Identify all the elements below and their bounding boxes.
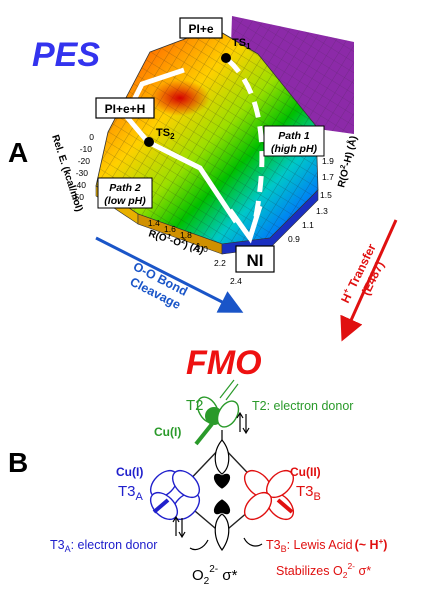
t3b-copper xyxy=(243,469,295,521)
state-pi-e-h-box: PI+e+H xyxy=(95,97,155,119)
z-tick-0: 0 xyxy=(89,132,94,142)
path-1-line2: (high pH) xyxy=(271,143,318,155)
t3b-curved-arrow xyxy=(243,537,263,547)
t3a-curved-arrow xyxy=(189,539,209,551)
t2-cu-label: Cu(I) xyxy=(154,425,181,439)
z-tick-4: -40 xyxy=(74,180,87,190)
r-o1o2-tick-0: 1.4 xyxy=(148,218,160,228)
r-o1o2-tick-5: 2.4 xyxy=(230,276,242,286)
state-pi-e-label: PI+e xyxy=(188,22,213,36)
state-pi-e-box: PI+e xyxy=(179,17,223,39)
r-o2h-tick-4: 1.1 xyxy=(302,220,314,230)
r-o2h-tick-1: 1.7 xyxy=(322,172,334,182)
ts1-label: TS1 xyxy=(232,37,251,51)
h-transfer-label: H+ Transfer (E487) xyxy=(338,241,387,305)
path-2-route xyxy=(123,67,239,224)
z-axis-ticks: 0 -10 -20 -30 -40 -50 xyxy=(72,132,95,202)
r-o1o2-ticks: 1.4 1.6 1.8 2.0 2.2 2.4 xyxy=(148,218,242,286)
r-o2h-ticks: 1.9 1.7 1.5 1.3 1.1 0.9 xyxy=(288,156,334,244)
state-ni-box: NI xyxy=(235,245,275,273)
t2-electron-arrows xyxy=(236,411,250,435)
t3a-desc: T3A: electron donor xyxy=(50,538,157,554)
t3a-copper xyxy=(149,469,201,521)
z-tick-3: -30 xyxy=(76,168,89,178)
ts2-point xyxy=(144,137,154,147)
path-1-box: Path 1 (high pH) xyxy=(263,125,325,157)
r-o1o2-tick-3: 2.0 xyxy=(196,244,208,254)
path-2-line2: (low pH) xyxy=(104,195,146,207)
r-o1o2-tick-2: 1.8 xyxy=(180,230,192,240)
panel-a-letter: A xyxy=(8,137,28,168)
r-o1o2-tick-1: 1.6 xyxy=(164,224,176,234)
t2-copper xyxy=(194,379,240,446)
r-o2h-axis-label: R(O2-H) (Å) xyxy=(334,134,359,188)
r-o2h-tick-5: 0.9 xyxy=(288,234,300,244)
z-tick-2: -20 xyxy=(78,156,91,166)
path-arrowhead xyxy=(227,205,263,244)
z-tick-5: -50 xyxy=(72,192,85,202)
r-o2h-tick-2: 1.5 xyxy=(320,190,332,200)
o2-sigma-label: O22- σ* xyxy=(192,564,238,587)
panel-b: FMO B T2 Cu(I) T2: electron don xyxy=(8,344,387,587)
h-transfer-arrow xyxy=(340,219,398,342)
r-o2h-tick-0: 1.9 xyxy=(322,156,334,166)
state-pi-e-h-label: PI+e+H xyxy=(105,102,146,116)
panel-a: A PES PI+e PI+e+H NI xyxy=(8,16,398,342)
r-o1o2-axis-label: R(O1-O2) (Å) xyxy=(147,226,205,256)
surface-floor xyxy=(221,189,319,255)
t3a-label: T3A xyxy=(118,483,144,503)
r-o1o2-tick-4: 2.2 xyxy=(214,258,226,268)
state-ni-label: NI xyxy=(247,251,264,270)
path-2-line1: Path 2 xyxy=(109,182,141,194)
ts1-point xyxy=(221,53,231,63)
path-2-box: Path 2 (low pH) xyxy=(97,177,153,209)
t3b-cu-label: Cu(II) xyxy=(290,465,321,479)
t3b-stabilizes: Stabilizes O22- σ* xyxy=(276,561,371,580)
ts2-label: TS2 xyxy=(156,127,175,141)
r-o2h-tick-3: 1.3 xyxy=(316,206,328,216)
t3a-electron-arrows xyxy=(172,515,186,539)
path-1-line1: Path 1 xyxy=(278,130,310,142)
t3b-desc: T3B: Lewis Acid(~ H+) xyxy=(266,537,387,554)
energy-peak xyxy=(150,80,210,116)
oo-cleavage-arrow xyxy=(95,236,244,313)
t3a-cu-label: Cu(I) xyxy=(116,465,143,479)
t2-desc: T2: electron donor xyxy=(252,399,353,413)
panel-b-letter: B xyxy=(8,447,28,478)
pes-title: PES xyxy=(32,36,100,74)
o2-sigma-orbital xyxy=(213,439,231,552)
z-tick-1: -10 xyxy=(80,144,93,154)
fmo-title: FMO xyxy=(186,344,262,382)
t3b-label: T3B xyxy=(296,483,321,503)
t2-label: T2 xyxy=(186,397,204,414)
